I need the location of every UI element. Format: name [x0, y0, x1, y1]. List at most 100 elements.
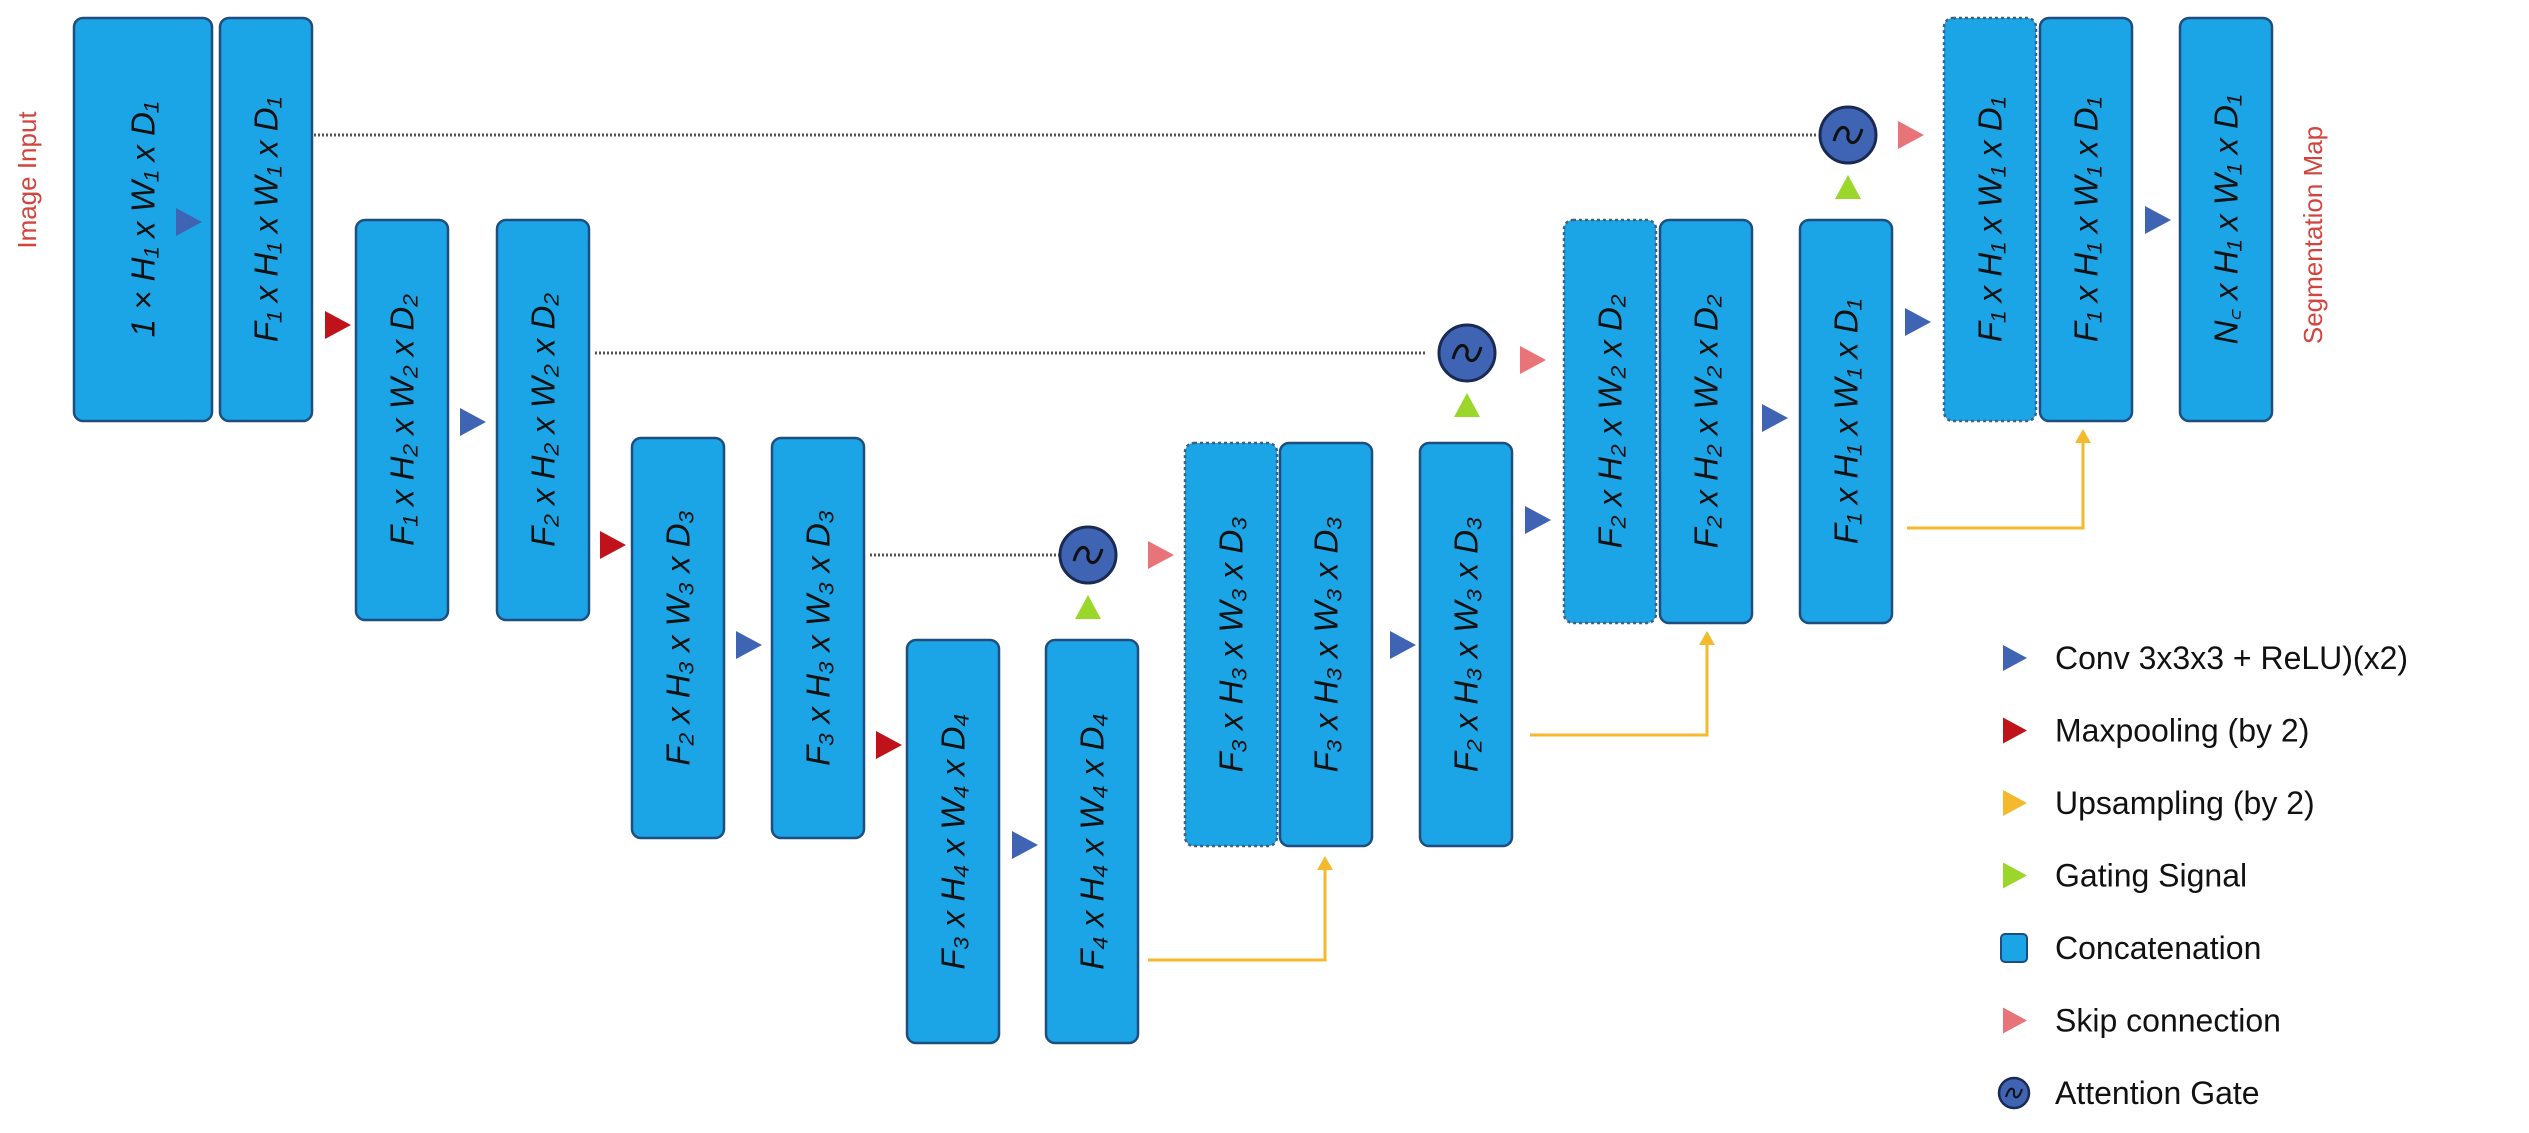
legend: Conv 3x3x3 + ReLU)(x2) Maxpooling (by 2) U…	[1997, 640, 2408, 1111]
block-label: F₄ x H₄ x W₄ x D₄	[1074, 713, 1111, 969]
attention-gate-wave	[1451, 344, 1483, 362]
legend-label: Gating Signal	[2055, 858, 2247, 894]
skip-arrow	[1520, 346, 1546, 374]
up-path-2	[1530, 640, 1709, 737]
gate-legend-icon	[2003, 862, 2027, 889]
feature-block: F₃ x H₃ x W₃ x D₃	[1183, 441, 1279, 848]
segmentation-map-label: Segmentation Map	[2298, 126, 2328, 344]
attention-gate	[1058, 525, 1118, 619]
feature-blocks: 1 × H₁ x W₁ x D₁ F₁ x H₁ x W₁ x D₁ F₁ x H₂…	[72, 16, 2274, 1045]
up-legend-icon	[2003, 790, 2027, 816]
block-box	[1418, 441, 1514, 848]
block-box	[354, 218, 450, 622]
legend-label: Conv 3x3x3 + ReLU)(x2)	[2055, 640, 2408, 676]
up-path-1	[1148, 865, 1327, 962]
conv-arrow	[1390, 631, 1416, 659]
block-label: 1 × H₁ x W₁ x D₁	[125, 102, 162, 338]
attention-gate-wave	[1832, 126, 1864, 144]
conv-arrow	[176, 208, 202, 236]
feature-block: F₂ x H₃ x W₃ x D₃	[630, 436, 726, 840]
conv-arrow	[736, 631, 762, 659]
block-box	[495, 218, 591, 622]
block-label: F₃ x H₄ x W₄ x D₄	[935, 713, 972, 969]
pool-arrow	[600, 531, 626, 559]
block-label: F₁ x H₁ x W₁ x D₁	[1972, 97, 2009, 342]
conv-arrow	[1762, 404, 1788, 432]
block-label: F₁ x H₁ x W₁ x D₁	[1828, 299, 1865, 544]
image-input-label: Image Input	[12, 111, 42, 249]
feature-block: F₂ x H₂ x W₂ x D₂	[1562, 218, 1658, 625]
block-label: F₃ x H₃ x W₃ x D₃	[1213, 517, 1250, 773]
skip-lines	[310, 133, 1818, 557]
skip-arrow	[1148, 541, 1174, 569]
block-label: F₃ x H₃ x W₃ x D₃	[800, 510, 837, 766]
conv-arrow	[2145, 206, 2171, 234]
block-label: F₁ x H₁ x W₁ x D₁	[248, 97, 285, 342]
concatenation-icon	[2000, 933, 2028, 963]
block-box	[218, 16, 314, 423]
up-arrowhead-2	[1699, 631, 1715, 645]
legend-label: Upsampling (by 2)	[2055, 785, 2315, 821]
attention-gate	[1818, 105, 1878, 199]
pool-legend-icon	[2003, 717, 2027, 744]
legend-label: Maxpooling (by 2)	[2055, 713, 2309, 749]
block-box	[1278, 441, 1374, 848]
block-box	[1942, 16, 2038, 423]
block-box	[72, 16, 214, 423]
connector-arrows	[176, 121, 2171, 859]
feature-block: F₁ x H₁ x W₁ x D₁	[2038, 16, 2134, 423]
block-box	[2038, 16, 2134, 423]
block-label: F₃ x H₃ x W₃ x D₃	[1308, 517, 1345, 773]
feature-block: F₃ x H₃ x W₃ x D₃	[1278, 441, 1374, 848]
conv-arrow	[1905, 308, 1931, 336]
legend-item-skip: Skip connection	[2003, 1003, 2281, 1039]
legend-item-concat: Concatenation	[2000, 930, 2261, 966]
feature-block: F₄ x H₄ x W₄ x D₄	[1044, 638, 1140, 1045]
feature-block: 1 × H₁ x W₁ x D₁	[72, 16, 214, 423]
block-label: N꜀ x H₁ x W₁ x D₁	[2208, 95, 2245, 345]
feature-block: F₁ x H₁ x W₁ x D₁	[1942, 16, 2038, 423]
feature-block: F₁ x H₁ x W₁ x D₁	[1798, 218, 1894, 625]
legend-label: Skip connection	[2055, 1003, 2281, 1039]
block-label: F₁ x H₂ x W₂ x D₂	[384, 294, 421, 546]
attention-gate-wave	[1072, 546, 1104, 564]
gating-signal-arrow	[1835, 175, 1861, 199]
feature-block: F₃ x H₃ x W₃ x D₃	[770, 436, 866, 840]
legend-item-up: Upsampling (by 2)	[2003, 785, 2315, 821]
block-label: F₁ x H₁ x W₁ x D₁	[2068, 97, 2105, 342]
conv-arrow	[1525, 506, 1551, 534]
block-box	[1044, 638, 1140, 1045]
block-box	[1658, 218, 1754, 625]
block-box	[1562, 218, 1658, 625]
up-arrowhead-1	[1317, 856, 1333, 870]
block-label: F₂ x H₂ x W₂ x D₂	[1688, 294, 1725, 548]
feature-block: F₂ x H₃ x W₃ x D₃	[1418, 441, 1514, 848]
legend-item-gate: Gating Signal	[2003, 858, 2247, 894]
up-arrowhead-3	[2075, 429, 2091, 443]
feature-block: N꜀ x H₁ x W₁ x D₁	[2178, 16, 2274, 423]
block-label: F₂ x H₃ x W₃ x D₃	[1448, 517, 1485, 772]
conv-arrow	[1012, 831, 1038, 859]
feature-block: F₃ x H₄ x W₄ x D₄	[905, 638, 1001, 1045]
up-path-3	[1907, 438, 2085, 530]
legend-item-pool: Maxpooling (by 2)	[2003, 713, 2309, 749]
feature-block: F₂ x H₂ x W₂ x D₂	[495, 218, 591, 622]
block-label: F₂ x H₂ x W₂ x D₂	[525, 293, 562, 547]
legend-item-attn: Attention Gate	[1997, 1075, 2260, 1111]
upsampling-paths	[1148, 429, 2091, 962]
legend-item-conv: Conv 3x3x3 + ReLU)(x2)	[2003, 640, 2408, 676]
conv-legend-icon	[2003, 645, 2027, 671]
attention-gate	[1437, 323, 1497, 417]
feature-block: F₂ x H₂ x W₂ x D₂	[1658, 218, 1754, 625]
attention-gate-icon-wave	[2005, 1087, 2023, 1099]
block-box	[1798, 218, 1894, 625]
feature-block: F₁ x H₂ x W₂ x D₂	[354, 218, 450, 622]
block-box	[770, 436, 866, 840]
pool-arrow	[325, 311, 351, 339]
legend-label: Concatenation	[2055, 930, 2261, 966]
legend-label: Attention Gate	[2055, 1075, 2260, 1111]
block-box	[630, 436, 726, 840]
pool-arrow	[876, 731, 902, 759]
block-label: F₂ x H₃ x W₃ x D₃	[660, 510, 697, 765]
